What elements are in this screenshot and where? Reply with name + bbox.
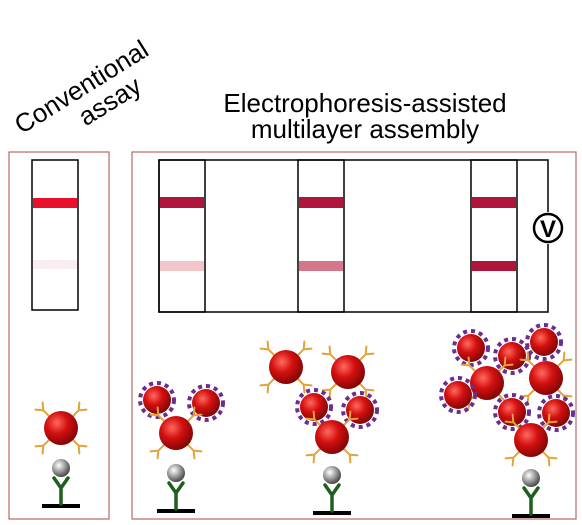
- ema-strip-3-test-line: [472, 197, 516, 208]
- ema-strip-1-control-line: [160, 261, 204, 271]
- capture-antibody-icon: [40, 457, 82, 510]
- ema-strip-2: [297, 159, 345, 313]
- ema-title-line1: Electrophoresis-assisted: [223, 88, 507, 118]
- conventional-test-line: [33, 198, 77, 208]
- voltmeter-label: V: [540, 216, 556, 243]
- conventional-control-line: [33, 260, 77, 269]
- ema-sandwich-2: [261, 342, 379, 517]
- nanoparticle-icon: [525, 323, 563, 361]
- nanoparticle-icon: [439, 376, 477, 414]
- nanoparticle-icon: [452, 329, 490, 367]
- ema-strip-3-control-line: [472, 261, 516, 271]
- ema-strip-3: [470, 159, 518, 313]
- nanoparticle-icon: [493, 393, 531, 431]
- nanoparticle-icon: [36, 403, 87, 454]
- nanoparticle-icon: [493, 337, 531, 375]
- ema-title-line2: multilayer assembly: [250, 114, 480, 144]
- capture-antibody-icon: [311, 464, 353, 517]
- nanoparticle-icon: [506, 415, 557, 466]
- ema-title: Electrophoresis-assisted multilayer asse…: [150, 90, 580, 142]
- conventional-panel: [8, 151, 110, 520]
- voltmeter-icon: V: [532, 212, 564, 244]
- conventional-sandwich: [36, 403, 87, 510]
- ema-strip-2-control-line: [299, 261, 343, 271]
- ema-strip-1: [158, 159, 206, 313]
- ema-strip-2-test-line: [299, 197, 343, 208]
- nanoparticle-icon: [261, 342, 312, 393]
- ema-sandwich-1: [138, 381, 225, 515]
- nanoparticle-icon: [138, 381, 176, 419]
- ema-panel: [131, 151, 577, 520]
- nanoparticle-icon: [323, 347, 374, 398]
- conventional-strip: [31, 159, 79, 311]
- ema-sandwich-3: [439, 323, 575, 520]
- nanoparticle-icon: [151, 408, 202, 459]
- capture-antibody-icon: [510, 467, 552, 520]
- capture-antibody-icon: [155, 462, 197, 515]
- nanoparticle-icon: [307, 412, 358, 463]
- ema-circuit: V: [158, 159, 564, 313]
- ema-strip-1-test-line: [160, 197, 204, 208]
- nanoparticle-icon: [537, 394, 575, 432]
